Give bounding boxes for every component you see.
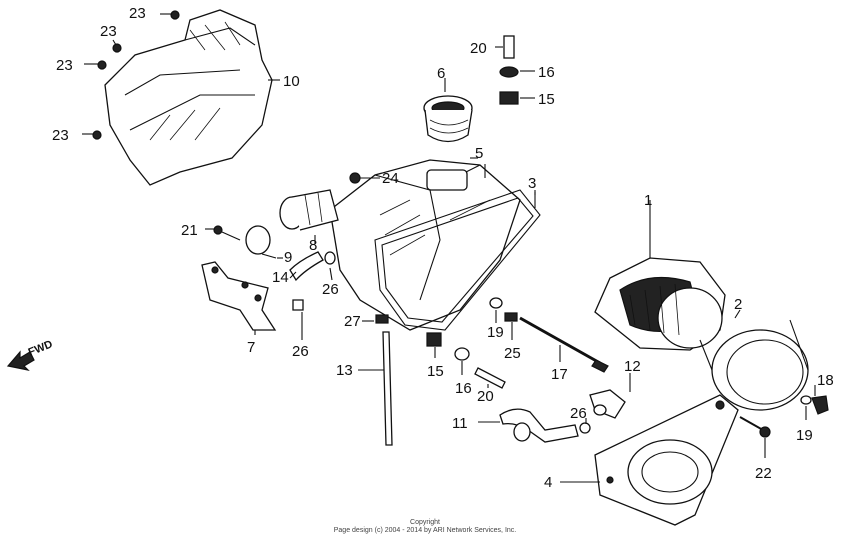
part-6-intake-tube (423, 78, 473, 143)
part-21-screw (205, 225, 241, 241)
part-8-joint (279, 189, 339, 231)
callout-14: 14 (272, 269, 289, 286)
part-1-filter-element (594, 257, 726, 351)
callout-17: 17 (551, 366, 568, 383)
copyright-line-1: Copyright (410, 519, 440, 526)
fwd-label: FWD (27, 338, 55, 359)
callout-3: 3 (528, 175, 536, 192)
callout-15: 15 (427, 363, 444, 380)
callout-2: 2 (734, 296, 742, 313)
callout-26: 26 (322, 281, 339, 298)
callout-23: 23 (100, 23, 117, 40)
callout-6: 6 (437, 65, 445, 82)
callout-23: 23 (52, 127, 69, 144)
part-13-drain-tube (382, 331, 393, 446)
copyright-line-2: Page design (c) 2004 - 2014 by ARI Netwo… (334, 527, 517, 534)
part-9-clamp (245, 225, 277, 259)
part-12-elbow (579, 389, 626, 434)
part-2-outer-element (699, 319, 809, 411)
callout-24: 24 (382, 170, 399, 187)
part-4-cover (594, 394, 739, 526)
callout-12: 12 (624, 358, 641, 375)
callout-26: 26 (292, 343, 309, 360)
part-22-screw (739, 416, 771, 438)
callout-23: 23 (56, 57, 73, 74)
screw-23-set (82, 10, 180, 140)
callout-20: 20 (477, 388, 494, 405)
callout-11: 11 (452, 415, 468, 432)
callout-23: 23 (129, 5, 146, 22)
part-14-hose (289, 251, 336, 311)
callout-8: 8 (309, 237, 317, 254)
part-18-screw-19-washer (800, 395, 829, 415)
part-7-bracket (201, 261, 277, 331)
callout-19: 19 (487, 324, 504, 341)
washer-19-nut-25 (489, 297, 518, 322)
part-11-breather-tube (499, 408, 579, 443)
callout-13: 13 (336, 362, 353, 379)
callout-4: 4 (544, 474, 552, 491)
callout-19: 19 (796, 427, 813, 444)
callout-5: 5 (475, 145, 483, 162)
callout-22: 22 (755, 465, 772, 482)
callout-9: 9 (284, 249, 292, 266)
part-17-long-bolt (519, 316, 609, 373)
fwd-arrow (6, 350, 35, 371)
callout-15: 15 (538, 91, 555, 108)
callout-26: 26 (570, 405, 587, 422)
part-5-air-cleaner-case (329, 157, 521, 331)
callout-27: 27 (344, 313, 361, 330)
nut-washer-bolt-lower (426, 332, 506, 389)
callout-1: 1 (644, 192, 652, 209)
callout-25: 25 (504, 345, 521, 362)
callout-16: 16 (538, 64, 555, 81)
part-10-side-cover (104, 9, 280, 186)
callout-10: 10 (283, 73, 300, 90)
part-27-clip (375, 314, 389, 324)
callout-21: 21 (181, 222, 198, 239)
callout-20: 20 (470, 40, 487, 57)
callout-18: 18 (817, 372, 834, 389)
callout-16: 16 (455, 380, 472, 397)
leader-lines (254, 164, 816, 483)
bolt-washer-nut-top (495, 35, 535, 105)
callout-7: 7 (247, 339, 255, 356)
